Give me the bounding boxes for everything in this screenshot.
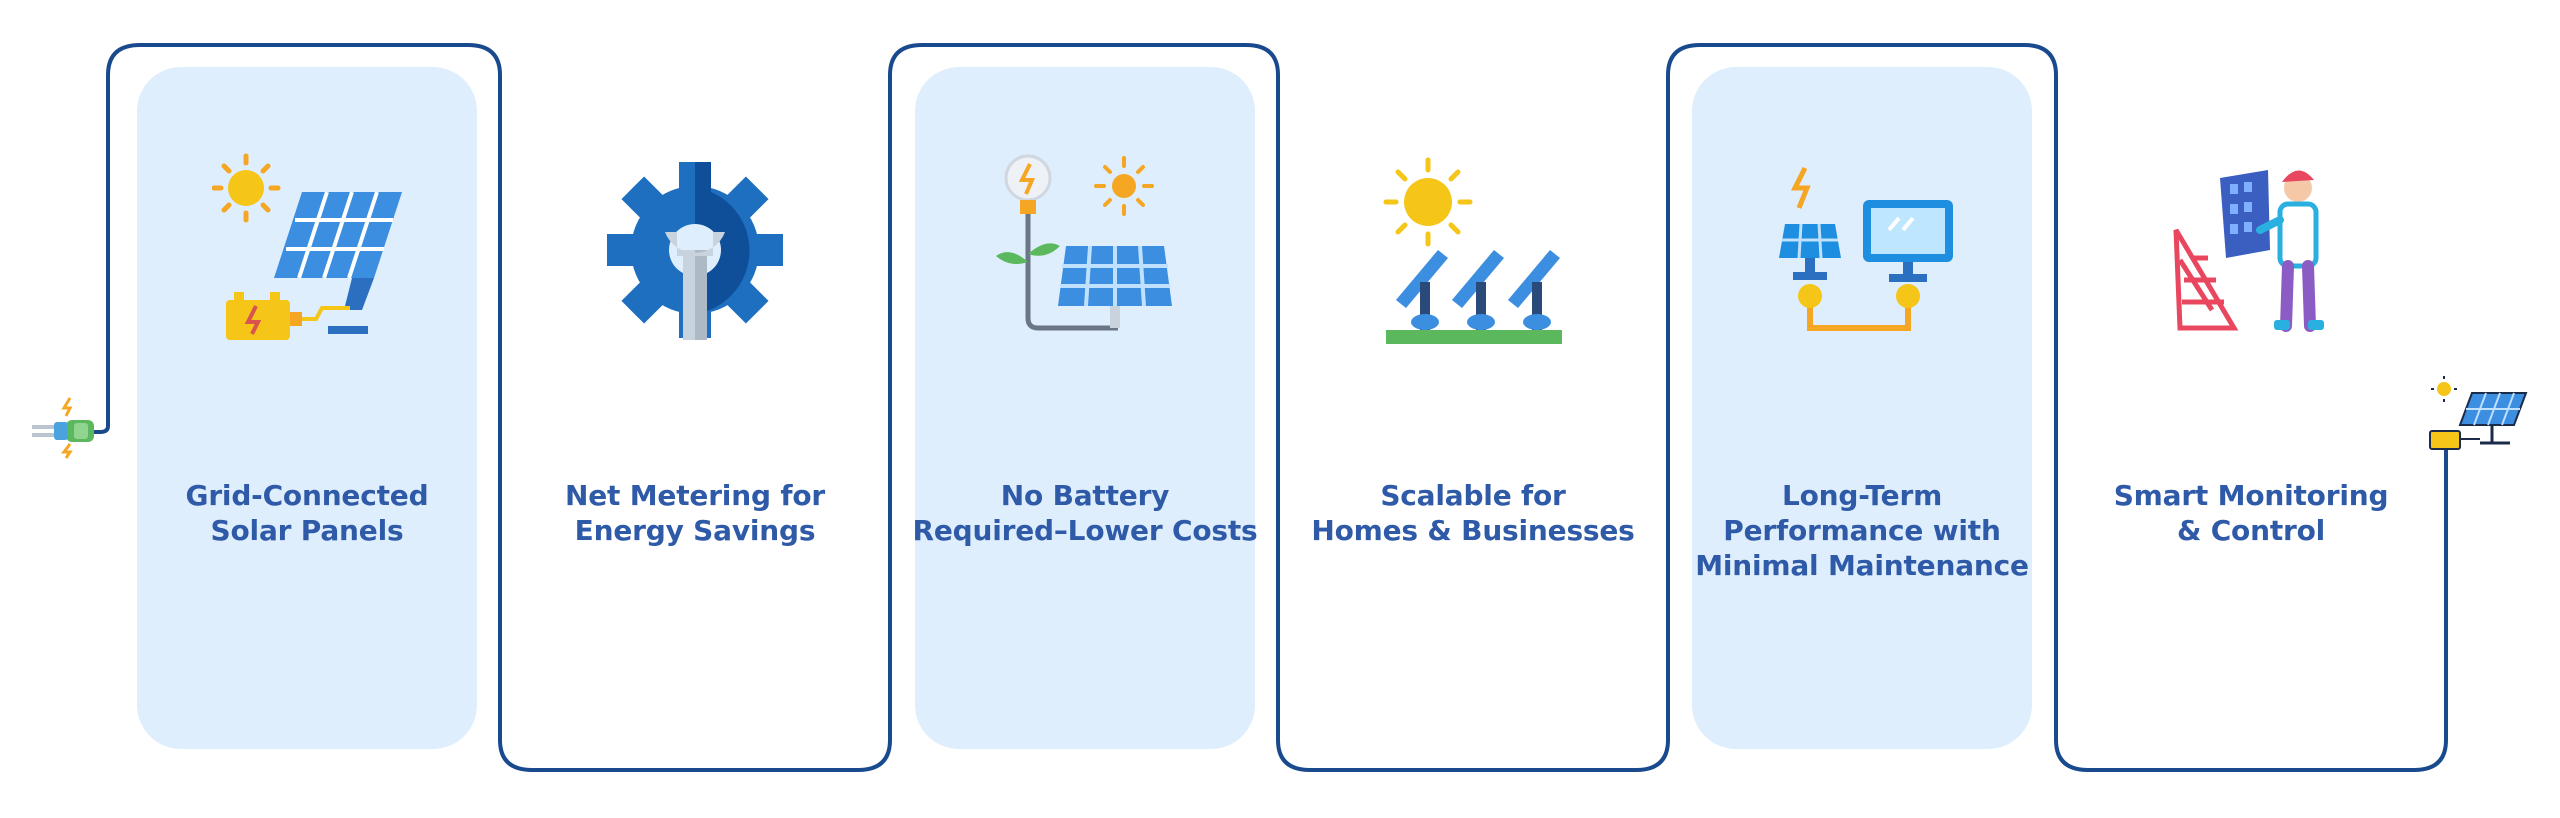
feature-scalable: Scalable for Homes & Businesses	[1278, 0, 1668, 818]
bulb-sun-panel-icon	[990, 150, 1180, 350]
solar-panel-battery-icon	[212, 150, 402, 350]
feature-label: Scalable for Homes & Businesses	[1311, 479, 1635, 547]
gear-wrench-icon	[600, 150, 790, 350]
feature-label: Grid-Connected Solar Panels	[185, 479, 429, 547]
feature-label: Smart Monitoring & Control	[2113, 479, 2389, 547]
solar-panel-battery-icon	[2426, 375, 2532, 455]
panel-monitor-icon	[1767, 150, 1957, 350]
solar-array-icon	[1378, 150, 1568, 350]
feature-long-term: Long-Term Performance with Minimal Maint…	[1667, 0, 2057, 818]
feature-no-battery: No Battery Required–Lower Costs	[890, 0, 1280, 818]
installer-worker-icon	[2156, 150, 2346, 350]
feature-card-background	[1692, 67, 2032, 749]
feature-label: No Battery Required–Lower Costs	[912, 479, 1258, 547]
feature-card-background	[915, 67, 1255, 749]
feature-card-background	[137, 67, 477, 749]
power-plug-icon	[28, 390, 120, 460]
feature-label: Long-Term Performance with Minimal Maint…	[1695, 479, 2029, 582]
feature-smart-monitoring: Smart Monitoring & Control	[2056, 0, 2446, 818]
feature-label: Net Metering for Energy Savings	[565, 479, 825, 547]
feature-grid-connected: Grid-Connected Solar Panels	[112, 0, 502, 818]
feature-net-metering: Net Metering for Energy Savings	[500, 0, 890, 818]
